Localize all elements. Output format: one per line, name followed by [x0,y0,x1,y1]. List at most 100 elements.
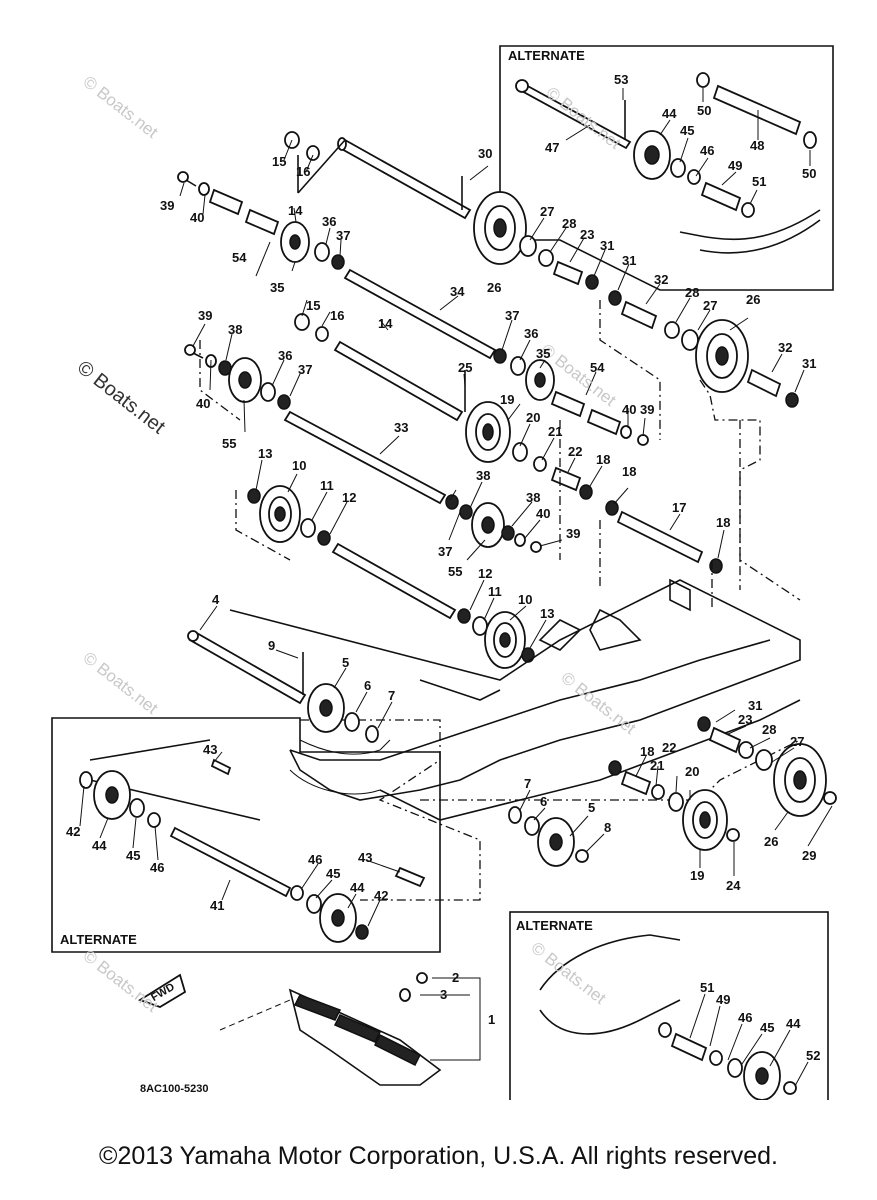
callout-27: 27 [703,298,717,313]
wheel-26-right [695,319,749,393]
wheel-35-upper [280,221,310,263]
callout-55: 55 [448,564,462,579]
callout-8: 8 [604,820,611,835]
washer-51-alt-bottom [658,1022,672,1038]
watermark-dark: © Boats.net [73,357,169,439]
callout-35: 35 [536,346,550,361]
callout-11: 11 [488,584,502,599]
nut-29 [823,791,837,805]
callout-41: 41 [210,898,224,913]
callout-18: 18 [716,515,730,530]
callout-39: 39 [566,526,580,541]
svg-text:© Boats.net: © Boats.net [558,668,640,738]
bushing-49-alt [700,181,742,212]
callout-9: 9 [268,638,275,653]
callout-6: 6 [540,794,547,809]
callout-16: 16 [296,164,310,179]
alternate-box-bottom-right: ALTERNATE [509,911,829,1100]
callout-37: 37 [438,544,452,559]
callout-44: 44 [662,106,677,121]
callout-21: 21 [650,758,664,773]
bolt-39-upper [177,171,197,187]
callout-46: 46 [150,860,164,875]
callout-31: 31 [802,356,816,371]
callout-23: 23 [580,227,594,242]
svg-text:© Boats.net: © Boats.net [80,648,162,718]
callout-46: 46 [738,1010,752,1025]
callout-31: 31 [622,253,636,268]
callout-42: 42 [374,888,388,903]
clip-13-lower [521,647,535,663]
washer-40-lower [514,533,526,547]
nut-8 [575,849,589,863]
bearing-6-upper [344,712,360,732]
callout-18: 18 [622,464,636,479]
pipe-48 [712,84,802,136]
bearing-27-lower [755,749,773,771]
callout-38: 38 [526,490,540,505]
clip-37-lower [445,494,459,510]
alternate-label-bottom: ALTERNATE [516,918,593,933]
callout-40: 40 [190,210,204,225]
callout-7: 7 [388,688,395,703]
callout-47: 47 [545,140,559,155]
leader-lines [79,88,833,1087]
callout-25: 25 [458,360,472,375]
bolt-43-lower [394,866,426,888]
shaft-14-lower [333,340,464,422]
callout-22: 22 [568,444,582,459]
diagram-code: 8AC100-5230 [140,1083,209,1095]
wheel-10-upper [259,485,301,543]
alternate-box-top-right: ALTERNATE [499,45,834,291]
callout-40: 40 [536,506,550,521]
callout-32: 32 [654,272,668,287]
callout-14: 14 [378,316,393,331]
callout-18: 18 [640,744,654,759]
washer-46-alt [687,169,701,185]
callout-6: 6 [364,678,371,693]
callout-37: 37 [505,308,519,323]
washer-46-alt-bottom [709,1050,723,1066]
bolt-39-mid [184,344,204,359]
callout-15: 15 [272,154,286,169]
bolt-39-lower [530,541,542,553]
callout-19: 19 [690,868,704,883]
wheel-55-upper [228,357,262,403]
alternate-label-top: ALTERNATE [508,48,585,63]
callout-32: 32 [778,340,792,355]
copyright-notice: ©2013 Yamaha Motor Corporation, U.S.A. A… [99,1142,778,1170]
callout-14: 14 [288,203,303,218]
washer-51-alt [741,202,755,218]
clip-37-mid-b [277,394,291,410]
track-belt [219,988,442,1086]
collar-45-left-b [306,894,322,914]
clip-18-lower [608,760,622,776]
collar-32-upper [620,300,658,330]
wheel-19-lower [682,789,728,851]
callout-42: 42 [66,824,80,839]
callout-34: 34 [450,284,465,299]
shaft-14-upper [337,137,472,220]
callout-55: 55 [222,436,236,451]
stud-2 [416,972,428,984]
callout-44: 44 [92,838,107,853]
clip-18-b [605,500,619,516]
callout-11: 11 [320,478,334,493]
callout-45: 45 [126,848,140,863]
bearing-36-mid-b [260,382,276,402]
callout-15: 15 [306,298,320,313]
shaft-lower-long [331,542,457,620]
washer-21-upper [533,456,547,472]
collar-54-upper-b [244,208,280,236]
callout-7: 7 [524,776,531,791]
callout-48: 48 [750,138,764,153]
callout-37: 37 [298,362,312,377]
callout-38: 38 [476,468,490,483]
shaft-4 [187,630,307,705]
clip-13-upper [247,488,261,504]
svg-text:© Boats.net: © Boats.net [80,72,162,142]
shaft-33 [283,410,447,505]
collar-23-lower [708,726,742,754]
clip-31-lower [697,716,711,732]
callout-53: 53 [614,72,628,87]
